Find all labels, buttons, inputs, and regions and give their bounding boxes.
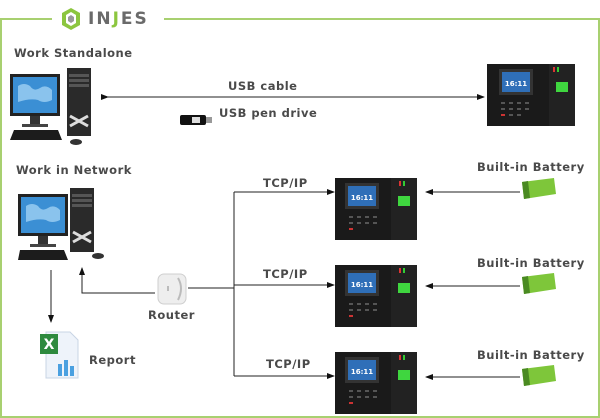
router-label: Router (148, 308, 195, 322)
svg-text:X: X (44, 337, 55, 353)
computer-icon (10, 68, 91, 145)
usb-pen-drive-label: USB pen drive (219, 106, 318, 120)
tcp-ip-label-1: TCP/IP (263, 176, 308, 190)
logo-icon (62, 8, 80, 30)
excel-report-icon: X (40, 331, 79, 379)
frame-border-left (0, 18, 2, 418)
report-label: Report (89, 353, 136, 367)
svg-text:16:11: 16:11 (351, 194, 373, 202)
tcp-ip-label-3: TCP/IP (266, 357, 311, 371)
section-title-standalone: Work Standalone (14, 46, 133, 60)
frame-border-top-left (0, 18, 52, 20)
time-attendance-terminal-icon: 16:11 (487, 64, 575, 126)
brand-logo: INJES (58, 6, 149, 32)
section-title-network: Work in Network (16, 163, 132, 177)
frame-border-right (598, 18, 600, 418)
frame-border-top-right (164, 18, 600, 20)
svg-text:16:11: 16:11 (351, 368, 373, 376)
usb-cable-label: USB cable (228, 79, 298, 93)
brand-name: INJES (88, 9, 149, 29)
time-attendance-terminal-icon-1: 16:11 (335, 178, 417, 240)
battery-label-2: Built-in Battery (477, 256, 585, 270)
battery-label-3: Built-in Battery (477, 348, 585, 362)
computer-icon-network (18, 188, 104, 260)
time-attendance-terminal-icon-3: 16:11 (335, 352, 417, 414)
battery-label-1: Built-in Battery (477, 160, 585, 174)
usb-drive-icon (180, 115, 212, 125)
svg-text:16:11: 16:11 (505, 80, 527, 88)
battery-icon-1 (522, 178, 556, 199)
battery-icon-2 (522, 273, 556, 294)
router-icon (157, 273, 187, 305)
tcp-ip-label-2: TCP/IP (263, 267, 308, 281)
frame-border-bottom (0, 416, 600, 418)
battery-icon-3 (522, 365, 556, 386)
router-to-pc-line (79, 267, 155, 294)
svg-text:16:11: 16:11 (351, 281, 373, 289)
time-attendance-terminal-icon-2: 16:11 (335, 265, 417, 327)
